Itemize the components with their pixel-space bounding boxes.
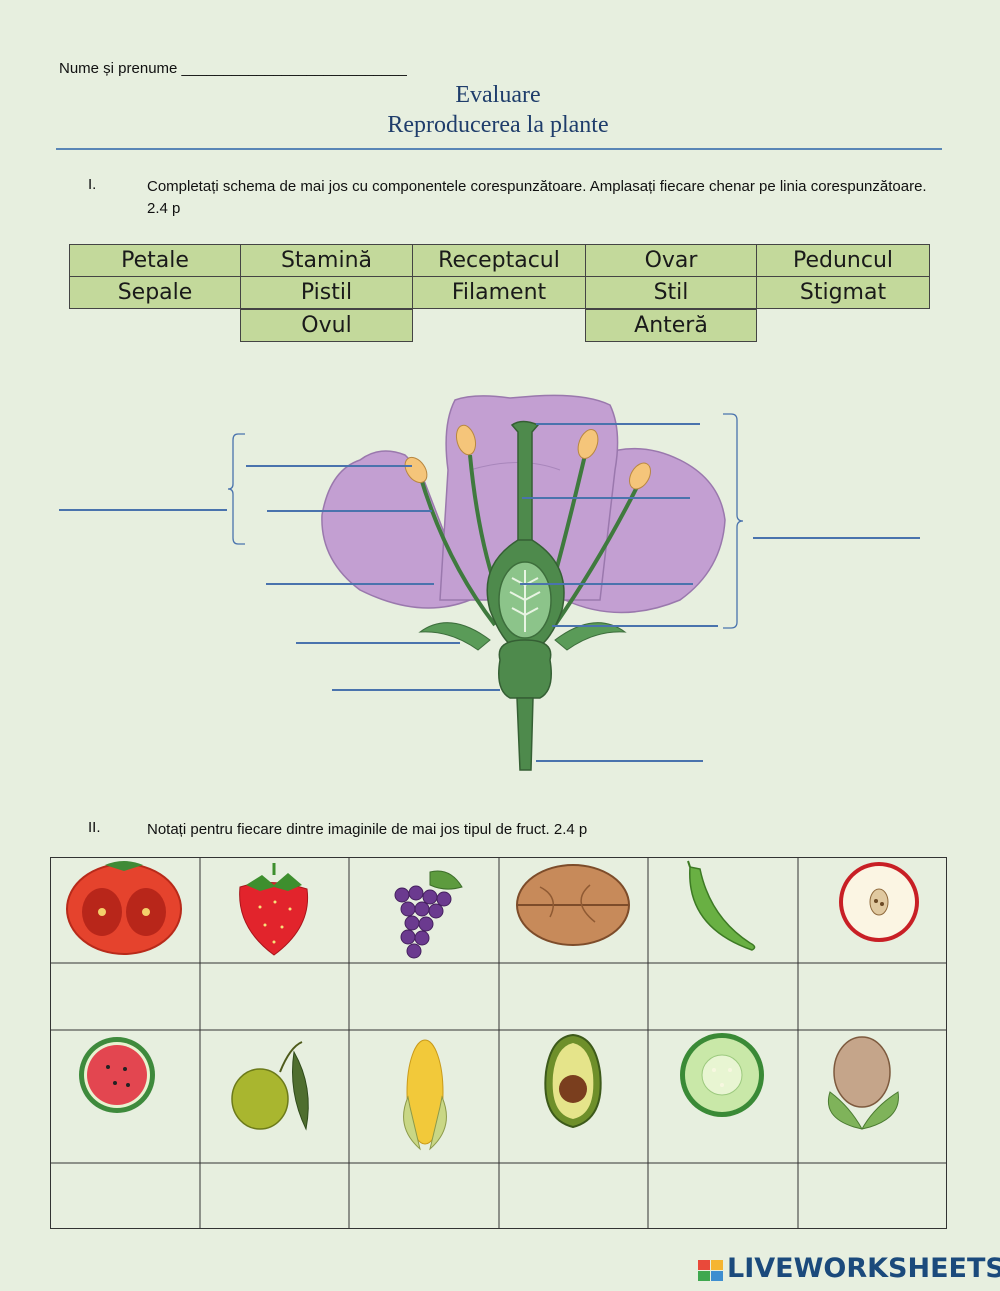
avocado-icon xyxy=(544,1033,602,1129)
title-divider xyxy=(56,148,942,150)
word-box-sepale[interactable]: Sepale xyxy=(69,276,241,309)
pistil xyxy=(486,420,565,653)
word-box-ovar[interactable]: Ovar xyxy=(585,244,757,277)
strawberry-icon xyxy=(239,863,309,956)
fruit-table xyxy=(50,857,947,1229)
grapes-icon xyxy=(394,870,463,959)
watermelon-icon xyxy=(79,1037,155,1113)
page-title: Evaluare xyxy=(455,82,541,108)
brackets xyxy=(227,413,744,629)
question-2-number: II. xyxy=(88,819,101,836)
cucumber-icon xyxy=(680,1033,764,1117)
question-1-number: I. xyxy=(88,176,97,193)
grid-lines xyxy=(50,857,947,1229)
word-box-antera[interactable]: Anteră xyxy=(585,309,757,342)
sepals xyxy=(418,622,627,651)
word-box-stigmat[interactable]: Stigmat xyxy=(756,276,930,309)
word-box-stamina[interactable]: Stamină xyxy=(240,244,413,277)
flower-diagram xyxy=(59,394,920,771)
name-field-label: Nume și prenume ________________________… xyxy=(59,60,407,77)
word-box-peduncul[interactable]: Peduncul xyxy=(756,244,930,277)
olive-icon xyxy=(231,1041,309,1131)
word-box-pistil[interactable]: Pistil xyxy=(240,276,413,309)
word-box-ovul[interactable]: Ovul xyxy=(240,309,413,342)
walnut-icon xyxy=(516,864,630,946)
brand-wordmark: LIVEWORKSHEETS xyxy=(727,1253,1000,1284)
receptacle-and-stem xyxy=(498,639,552,771)
page-subtitle: Reproducerea la plante xyxy=(387,112,609,138)
question-2-instruction: Notați pentru fiecare dintre imaginile d… xyxy=(147,821,588,838)
apple-icon xyxy=(839,862,919,942)
hazelnut-icon xyxy=(828,1036,899,1131)
anthers xyxy=(404,424,651,490)
corn-icon xyxy=(403,1039,447,1151)
tomato-icon xyxy=(66,861,182,955)
pea-pod-icon xyxy=(687,860,756,951)
question-1-instruction: Completați schema de mai jos cu componen… xyxy=(147,178,927,217)
word-box-stil[interactable]: Stil xyxy=(585,276,757,309)
liveworksheets-logo-icon xyxy=(698,1260,723,1281)
word-box-receptacul[interactable]: Receptacul xyxy=(412,244,586,277)
word-box-filament[interactable]: Filament xyxy=(412,276,586,309)
answer-lines xyxy=(59,423,920,762)
word-box-petale[interactable]: Petale xyxy=(69,244,241,277)
